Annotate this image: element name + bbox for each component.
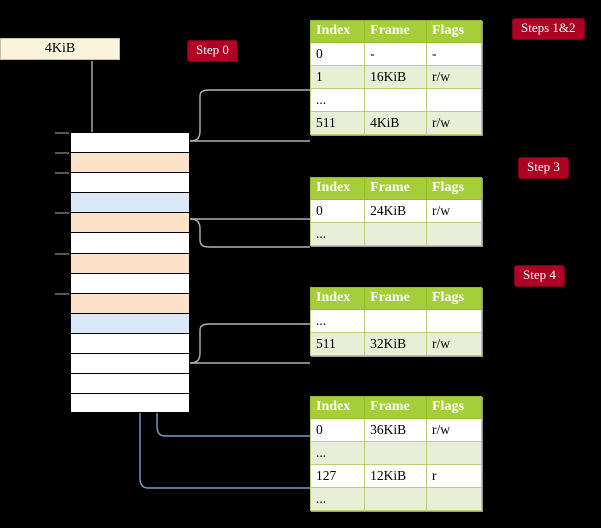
table-cell-flags: r/w (426, 418, 482, 442)
table-cell-flags (426, 487, 482, 511)
memory-frame-row (70, 212, 190, 233)
badge-step-0: Step 0 (188, 41, 237, 61)
table-cell-frame (364, 487, 427, 511)
table-cell-index: ... (309, 309, 366, 333)
table-cell-frame (364, 441, 427, 465)
table-row: ... (309, 222, 482, 246)
column-header-frame: Frame (364, 177, 427, 200)
table-cell-flags: r/w (426, 332, 482, 356)
memory-frame-row (70, 373, 190, 394)
cr3-label: 4KiB (44, 41, 76, 56)
table-cell-index: ... (309, 487, 366, 511)
memory-frame-row (70, 232, 190, 253)
table-cell-flags: r (426, 464, 482, 488)
table-cell-index: ... (309, 441, 366, 465)
column-header-index: Index (309, 287, 366, 310)
table-cell-flags (426, 309, 482, 333)
table-cell-index: 511 (309, 111, 366, 135)
table-row: ... (309, 309, 482, 333)
badge-steps-1-and-2: Steps 1&2 (513, 19, 584, 39)
column-header-index: Index (309, 396, 366, 419)
table-cell-frame (364, 88, 427, 112)
table-cell-frame: 16KiB (364, 65, 427, 89)
memory-frame-row (70, 252, 190, 273)
wire-mem-to-table2 (189, 323, 310, 364)
memory-frame-tick (55, 212, 69, 215)
memory-frame-tick (55, 152, 69, 155)
table-cell-index: 511 (309, 332, 366, 356)
table-cell-index: 127 (309, 464, 366, 488)
table-row: ... (309, 88, 482, 112)
table-cell-flags (426, 88, 482, 112)
table-cell-index: 1 (309, 65, 366, 89)
table-cell-flags: r/w (426, 199, 482, 223)
table-cell-flags: r/w (426, 65, 482, 89)
memory-frame-tick (55, 292, 69, 295)
memory-frame-row (70, 172, 190, 193)
table-cell-index: 0 (309, 418, 366, 442)
wire-table3-row0-to-memory (150, 330, 310, 437)
table-cell-flags (426, 441, 482, 465)
wire-mem-to-table0-row1 (189, 89, 310, 142)
badge-step-3: Step 3 (519, 158, 568, 178)
memory-frame-row (70, 292, 190, 313)
table-cell-frame: 12KiB (364, 464, 427, 488)
column-header-index: Index (309, 177, 366, 200)
badge-step-4: Step 4 (515, 266, 564, 286)
column-header-flags: Flags (426, 177, 482, 200)
physical-memory-column (55, 132, 190, 414)
memory-frame-row (70, 192, 190, 213)
table-cell-frame: 36KiB (364, 418, 427, 442)
column-header-frame: Frame (364, 396, 427, 419)
table-cell-frame: - (364, 42, 427, 66)
wire-mem-to-table1 (189, 218, 310, 248)
memory-frame-row (70, 152, 190, 173)
table-cell-frame (364, 222, 427, 246)
column-header-index: Index (309, 20, 366, 43)
memory-frame-row (70, 353, 190, 374)
memory-frame-row (70, 312, 190, 333)
column-header-frame: Frame (364, 287, 427, 310)
table-cell-frame: 4KiB (364, 111, 427, 135)
table-row: 0-- (309, 42, 482, 66)
table-cell-index: ... (309, 88, 366, 112)
column-header-frame: Frame (364, 20, 427, 43)
table-row: ... (309, 441, 482, 465)
memory-frame-row (70, 132, 190, 153)
table-cell-frame: 32KiB (364, 332, 427, 356)
column-header-flags: Flags (426, 20, 482, 43)
memory-frame-row (70, 332, 190, 354)
table-cell-flags: r/w (426, 111, 482, 135)
table-cell-frame (364, 309, 427, 333)
table-cell-index: 0 (309, 199, 366, 223)
memory-frame-tick (55, 172, 69, 175)
memory-frame-tick (55, 252, 69, 255)
table-cell-flags: - (426, 42, 482, 66)
column-header-flags: Flags (426, 396, 482, 419)
memory-frame-tick (55, 132, 69, 134)
column-header-flags: Flags (426, 287, 482, 310)
memory-frame-row (70, 272, 190, 293)
wire-table3-row127-to-memory (133, 212, 310, 489)
cr3-register-box: 4KiB (0, 38, 120, 60)
table-cell-index: 0 (309, 42, 366, 66)
memory-frame-row (70, 393, 190, 414)
table-cell-frame: 24KiB (364, 199, 427, 223)
table-cell-flags (426, 222, 482, 246)
table-cell-index: ... (309, 222, 366, 246)
table-row: ... (309, 487, 482, 511)
